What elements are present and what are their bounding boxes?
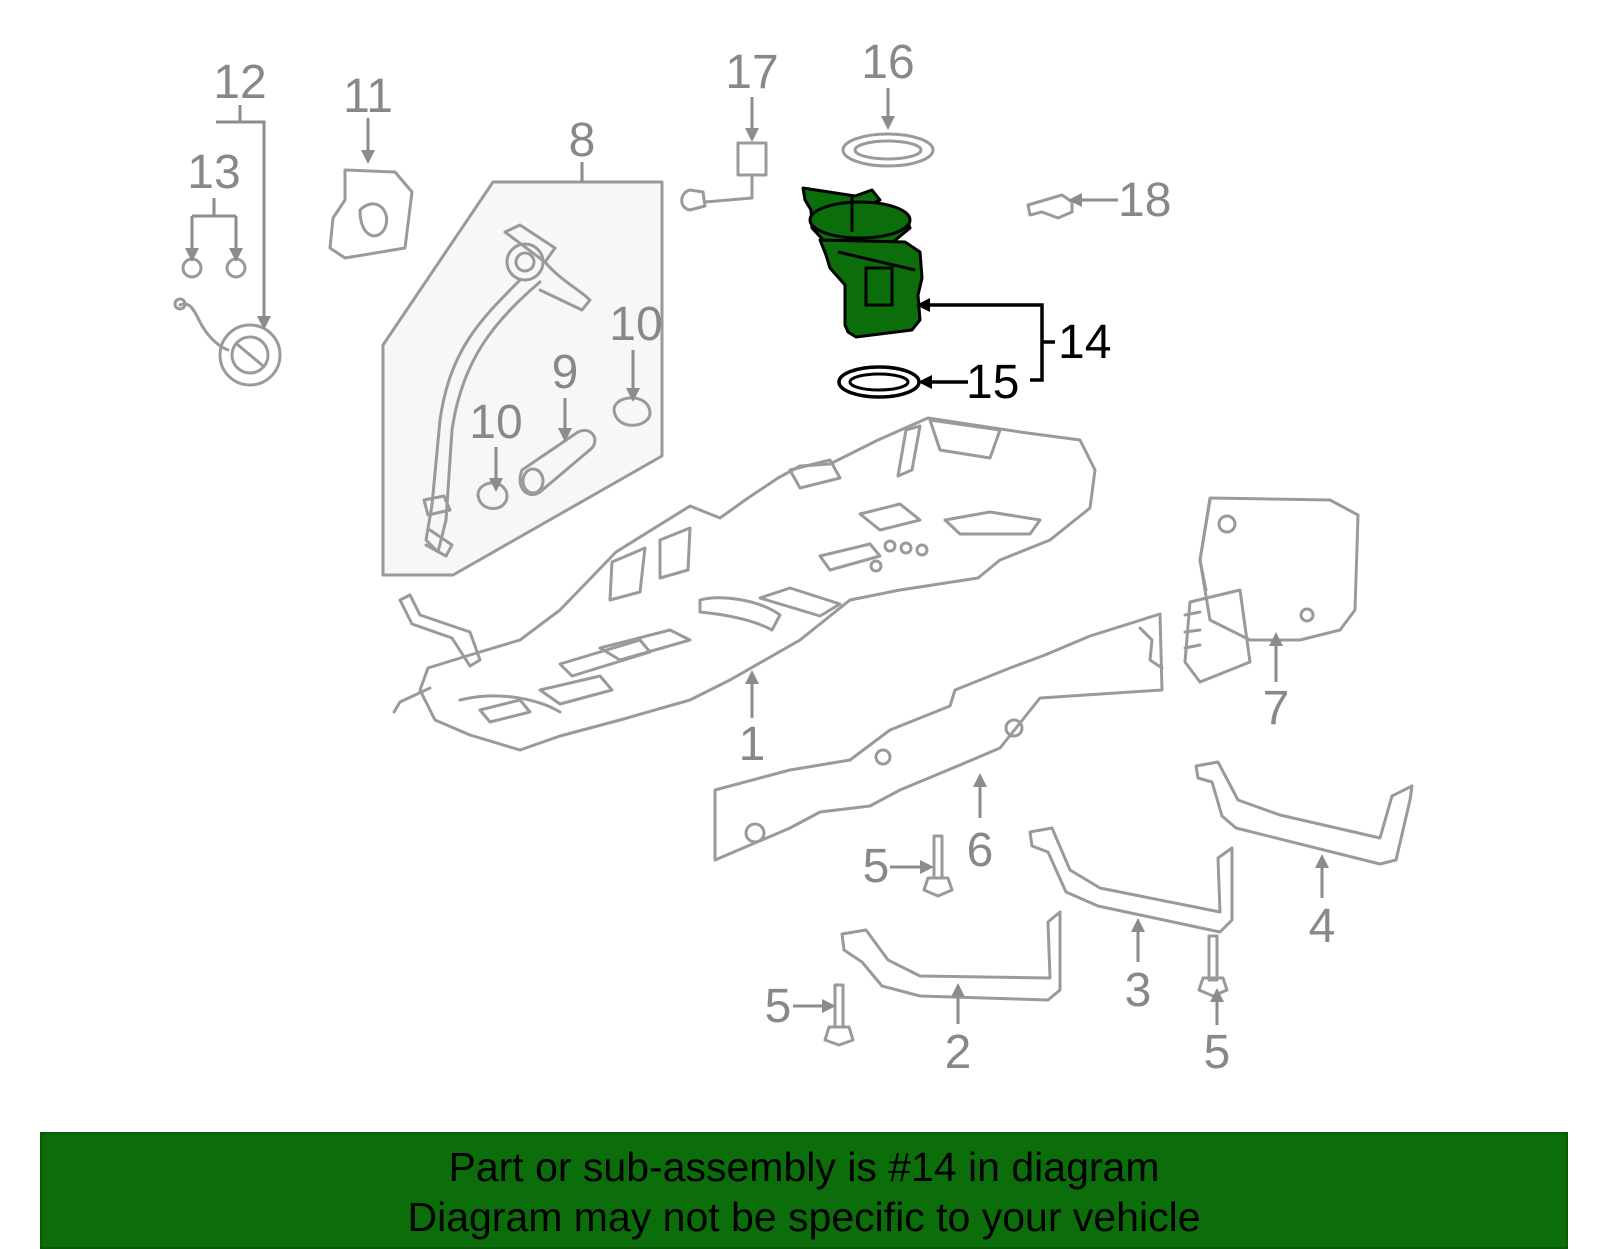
callout-1: 1 [739,718,766,771]
part-5-bolt [823,983,855,1047]
part-14-fuel-pump-module [801,186,924,339]
part-7-heat-shield [1183,496,1360,684]
callout-11: 11 [343,70,393,123]
callout-6: 6 [967,824,994,877]
callout-10: 10 [609,298,662,351]
part-6-skid-plate [713,612,1164,862]
callout-9: 9 [552,346,579,399]
callout-3: 3 [1125,964,1152,1017]
part-16-seal [841,132,935,168]
callout-5: 5 [765,980,792,1033]
callout-17: 17 [725,46,778,99]
callout-12: 12 [213,56,266,109]
banner-line-2: Diagram may not be specific to your vehi… [407,1194,1201,1240]
part-12-cap [173,297,282,387]
part-1-fuel-tank [392,416,1097,752]
filler-pipe-group [381,180,664,577]
part-18-clip [1026,193,1074,220]
part-5-bolt [1197,934,1229,998]
part-15-seal [837,365,921,399]
leader-lines [185,88,1329,1025]
part-17-valve [680,141,768,212]
callout-8: 8 [569,114,596,167]
part-4-strap [1194,760,1414,866]
callout-18: 18 [1118,174,1171,227]
part-3-strap [1028,826,1234,934]
banner-line-1: Part or sub-assembly is #14 in diagram [448,1144,1160,1190]
callout-5: 5 [1204,1026,1231,1079]
callout-4: 4 [1309,900,1336,953]
callout-16: 16 [861,36,914,89]
part-11-housing [328,168,414,260]
callout-5: 5 [863,840,890,893]
callout-2: 2 [945,1026,972,1079]
info-banner: Part or sub-assembly is #14 in diagram D… [40,1132,1568,1249]
callout-10: 10 [469,396,522,449]
part-2-strap [840,910,1062,1002]
callout-13: 13 [187,146,240,199]
callout-15: 15 [966,356,1019,409]
callout-14: 14 [1058,316,1111,369]
callout-7: 7 [1263,682,1290,735]
part-5-bolt [922,834,954,898]
